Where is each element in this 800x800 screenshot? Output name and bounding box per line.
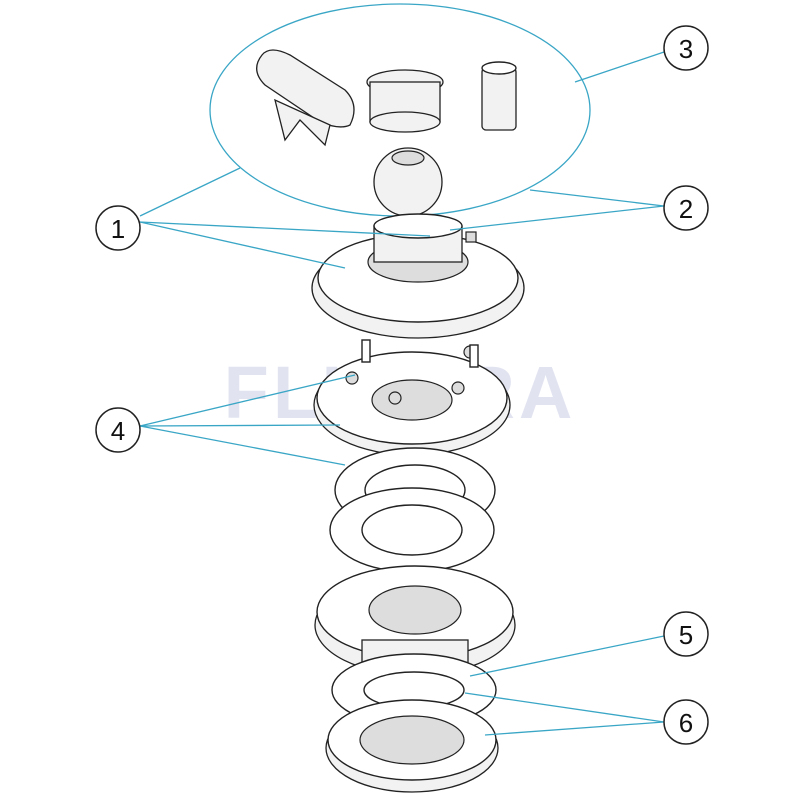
- callout-5: 5: [663, 611, 709, 657]
- mounting-ring-part: [313, 339, 511, 456]
- face-plate-part: [311, 213, 525, 339]
- svg-text:3: 3: [679, 34, 693, 64]
- eyeball-part: [373, 147, 443, 217]
- svg-text:5: 5: [679, 620, 693, 650]
- body-flange-part: [314, 565, 516, 691]
- gasket-part: [329, 487, 495, 573]
- svg-text:4: 4: [111, 416, 125, 446]
- leader-lines: [139, 51, 665, 736]
- callout-4: 4: [95, 407, 141, 453]
- callout-2: 2: [663, 185, 709, 231]
- key-tool-part: [256, 49, 355, 147]
- svg-text:6: 6: [679, 708, 693, 738]
- locking-nut-part: [325, 699, 499, 793]
- svg-text:2: 2: [679, 194, 693, 224]
- callout-6: 6: [663, 699, 709, 745]
- svg-text:1: 1: [111, 214, 125, 244]
- nozzle-part: [481, 61, 517, 131]
- threaded-insert-part: [366, 69, 444, 133]
- callout-3: 3: [663, 25, 709, 71]
- callout-1: 1: [95, 205, 141, 251]
